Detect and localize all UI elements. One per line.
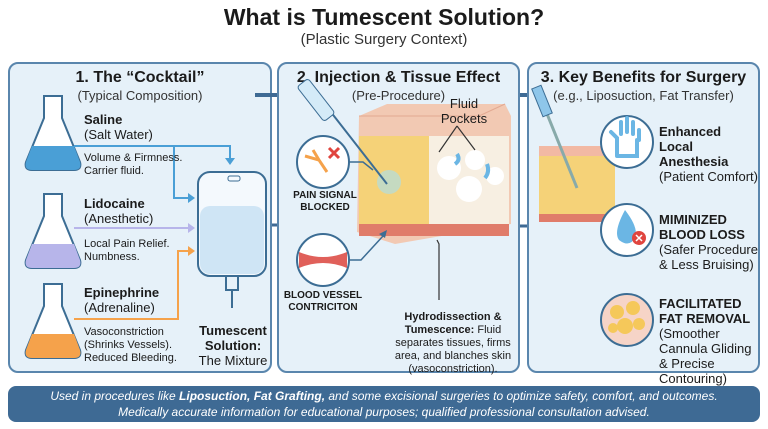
skin-fat-section xyxy=(539,146,615,222)
ingredient-alias: (Anesthetic) xyxy=(84,211,154,226)
panel-cocktail: 1. The “Cocktail” (Typical Composition) … xyxy=(8,62,272,373)
fluid-pocket-pointer xyxy=(438,125,476,153)
cocktail-illustration xyxy=(24,95,267,359)
benefit-desc: (Patient Comfort) xyxy=(659,169,758,184)
tissue-block xyxy=(357,103,511,244)
ingredient-desc: Vasoconstriction xyxy=(84,326,164,338)
flask-icon-lidocaine xyxy=(24,193,82,269)
tissue-illustration xyxy=(296,79,511,300)
benefit-title: MIMINIZED xyxy=(659,212,727,227)
flask-icon-epinephrine xyxy=(24,283,82,359)
blood-vessel-icon xyxy=(296,233,350,287)
hand-icon xyxy=(600,115,654,169)
benefits-illustration xyxy=(531,84,654,347)
fluid-pockets-label: Fluid Pockets xyxy=(440,96,488,126)
benefit-title: Anesthesia xyxy=(659,154,729,169)
ingredient-desc: Local Pain Relief. xyxy=(84,238,170,250)
flask-icon-saline xyxy=(24,95,82,171)
ingredient-desc: (Shrinks Vessels). xyxy=(84,339,173,351)
ingredient-name: Lidocaine xyxy=(84,196,145,211)
saline-arrow xyxy=(74,145,231,160)
panel-title: 3. Key Benefits for Surgery xyxy=(540,69,747,86)
panel-subtitle: (Pre-Procedure) xyxy=(351,88,446,103)
footer-line-1: Used in procedures like Liposuction, Fat… xyxy=(50,389,718,403)
hydrodissection-desc: Fluid separates tissues, firms area, and… xyxy=(394,324,512,375)
nerve-icon xyxy=(296,135,350,189)
ingredient-desc: Carrier fluid. xyxy=(84,165,144,177)
benefit-title: FACILITATED xyxy=(659,296,742,311)
panel-injection: 2. Injection & Tissue Effect (Pre-Proced… xyxy=(277,62,520,375)
ingredient-desc: Volume & Firmness. xyxy=(84,152,183,164)
iv-bag-icon xyxy=(197,171,267,308)
vessel-label: BLOOD VESSEL xyxy=(283,290,363,301)
benefit-title: BLOOD LOSS xyxy=(659,227,745,242)
panel-benefits: 3. Key Benefits for Surgery (e.g., Lipos… xyxy=(527,62,760,386)
benefit-title: Enhanced Local xyxy=(659,124,722,154)
x-icon xyxy=(327,146,341,160)
benefit-title: FAT REMOVAL xyxy=(659,311,751,326)
cannula-icon xyxy=(531,84,579,189)
ingredient-alias: (Adrenaline) xyxy=(84,300,155,315)
footer-line-2: Medically accurate information for educa… xyxy=(118,405,650,419)
mixture-title: Solution: xyxy=(204,338,262,353)
pain-label: PAIN SIGNAL xyxy=(293,190,357,201)
fat-cells-icon xyxy=(600,293,654,347)
hydrodissection-title: Hydrodissection & Tumescence: xyxy=(404,311,502,336)
panel-subtitle: (e.g., Liposuction, Fat Transfer) xyxy=(553,88,734,103)
ingredient-name: Saline xyxy=(84,112,123,127)
ingredient-name: Epinephrine xyxy=(84,285,160,300)
syringe-icon xyxy=(297,79,388,185)
pain-label: BLOCKED xyxy=(300,202,350,213)
ingredient-alias: (Salt Water) xyxy=(84,127,153,142)
ingredient-desc: Reduced Bleeding. xyxy=(84,352,177,364)
mixture-subtitle: The Mixture xyxy=(198,353,268,368)
panel-subtitle: (Typical Composition) xyxy=(77,88,203,103)
mixture-title: Tumescent xyxy=(199,323,267,338)
vessel-label: CONTRICITON xyxy=(288,302,358,313)
page-subtitle: (Plastic Surgery Context) xyxy=(300,31,468,48)
panel-title: 1. The “Cocktail” xyxy=(75,69,205,86)
blood-drop-icon xyxy=(600,203,654,257)
benefit-desc: (Safer Procedure & Less Bruising) xyxy=(659,242,758,272)
ingredient-desc: Numbness. xyxy=(84,251,140,263)
footer-banner: Used in procedures like Liposuction, Fat… xyxy=(8,386,760,422)
benefit-desc: (Smoother Cannula Gliding & Precise Cont… xyxy=(659,326,752,386)
epinephrine-arrow xyxy=(74,250,188,320)
page-title: What is Tumescent Solution? xyxy=(223,4,545,30)
panel-title: 2. Injection & Tissue Effect xyxy=(296,69,501,86)
